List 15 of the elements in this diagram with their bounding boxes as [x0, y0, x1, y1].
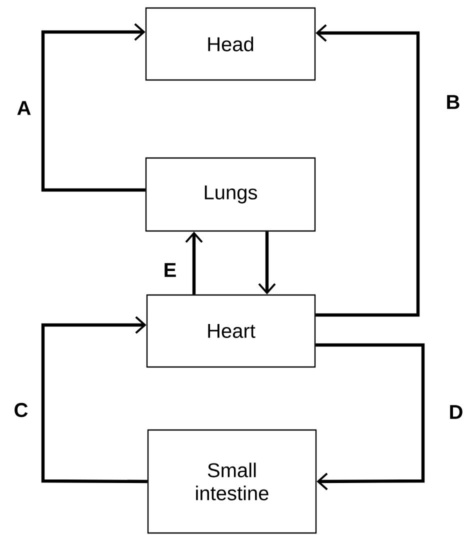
- arrow: [41, 316, 148, 484]
- arrow: [185, 232, 203, 294]
- edge-label: C: [14, 402, 28, 418]
- organ-box: Lungs: [145, 157, 316, 232]
- edge-label: E: [164, 263, 176, 277]
- edge-label: B: [447, 95, 460, 109]
- organ-box: Heart: [146, 294, 316, 368]
- organ-box: Small intestine: [147, 429, 317, 534]
- arrow: [316, 343, 425, 490]
- arrow: [258, 232, 276, 294]
- edge-label: A: [17, 101, 31, 115]
- organ-box: Head: [145, 7, 316, 81]
- arrow: [41, 23, 146, 192]
- arrow: [316, 24, 420, 317]
- edge-label: D: [450, 405, 462, 419]
